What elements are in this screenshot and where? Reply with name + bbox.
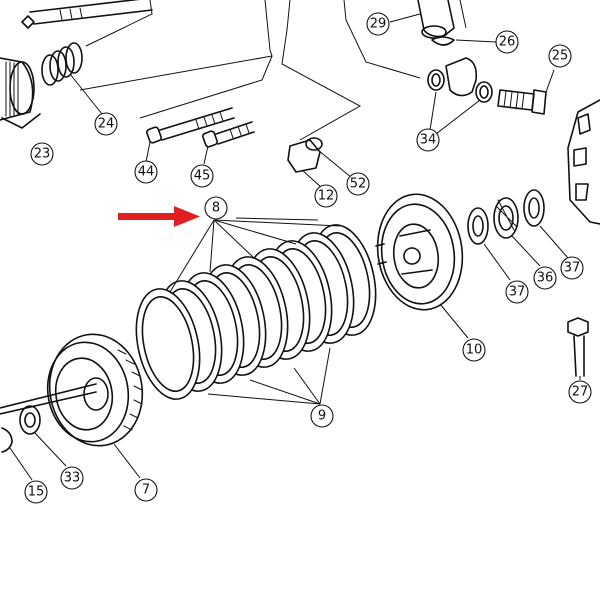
part-29-tube	[389, 0, 455, 39]
part-23-bearing	[0, 57, 41, 129]
callout-34: 34	[416, 128, 440, 152]
callout-label: 34	[420, 133, 437, 148]
part-27-bolt	[567, 317, 589, 380]
callout-7: 7	[134, 478, 158, 502]
callout-26: 26	[495, 30, 519, 54]
part-36-bearing	[493, 197, 541, 267]
bolt-top-left	[21, 0, 153, 29]
part-26-clip	[431, 36, 497, 46]
part-12-52-cap	[287, 137, 353, 189]
part-24-spring	[41, 42, 103, 115]
part-34-fitting	[427, 57, 493, 135]
callout-36: 36	[533, 266, 557, 290]
callout-label: 7	[142, 483, 150, 498]
part-housing-right	[567, 99, 600, 225]
callout-29: 29	[366, 12, 390, 36]
callout-45: 45	[190, 164, 214, 188]
part-33-washer	[19, 405, 67, 467]
callout-label: 37	[564, 261, 581, 276]
callout-label: 23	[34, 147, 51, 162]
part-10-pressure-plate	[375, 193, 469, 339]
callout-label: 36	[537, 271, 554, 286]
callout-label: 25	[552, 49, 569, 64]
part-7-clutch-basket	[0, 333, 144, 479]
callout-37-b: 37	[560, 256, 584, 280]
callout-label: 8	[212, 201, 220, 216]
callout-15: 15	[24, 480, 48, 504]
callout-label: 27	[572, 385, 589, 400]
callout-label: 44	[138, 165, 155, 180]
callout-label: 45	[194, 169, 211, 184]
callout-27: 27	[568, 380, 592, 404]
part-25-banjo-bolt	[497, 69, 555, 115]
part-37-washer-b	[523, 189, 569, 259]
callout-52: 52	[346, 172, 370, 196]
callout-25: 25	[548, 44, 572, 68]
callout-label: 52	[350, 177, 367, 192]
callout-44: 44	[134, 160, 158, 184]
callout-24: 24	[94, 112, 118, 136]
callout-37-a: 37	[505, 280, 529, 304]
callout-9: 9	[310, 404, 334, 428]
callout-label: 29	[370, 17, 387, 32]
part-45-bolt	[202, 121, 255, 165]
callout-23: 23	[30, 142, 54, 166]
frame-lines	[79, 0, 467, 141]
callout-label: 15	[28, 485, 45, 500]
callout-label: 33	[64, 471, 81, 486]
callout-label: 10	[466, 343, 483, 358]
callout-10: 10	[462, 338, 486, 362]
callout-label: 24	[98, 117, 115, 132]
callout-label: 37	[509, 285, 526, 300]
part-15-circlip	[1, 427, 33, 481]
leader-lines-8	[169, 217, 341, 293]
callout-label: 9	[318, 409, 326, 424]
callout-12: 12	[314, 184, 338, 208]
callout-label: 26	[499, 35, 516, 50]
callout-8: 8	[204, 196, 228, 220]
red-arrow-icon	[118, 206, 200, 227]
part-37-washer-a	[467, 207, 511, 281]
clutch-plate-stack	[135, 224, 377, 400]
leader-lines-9	[207, 347, 331, 405]
callout-label: 12	[318, 189, 335, 204]
part-44-bolt	[145, 107, 235, 163]
callout-33: 33	[60, 466, 84, 490]
